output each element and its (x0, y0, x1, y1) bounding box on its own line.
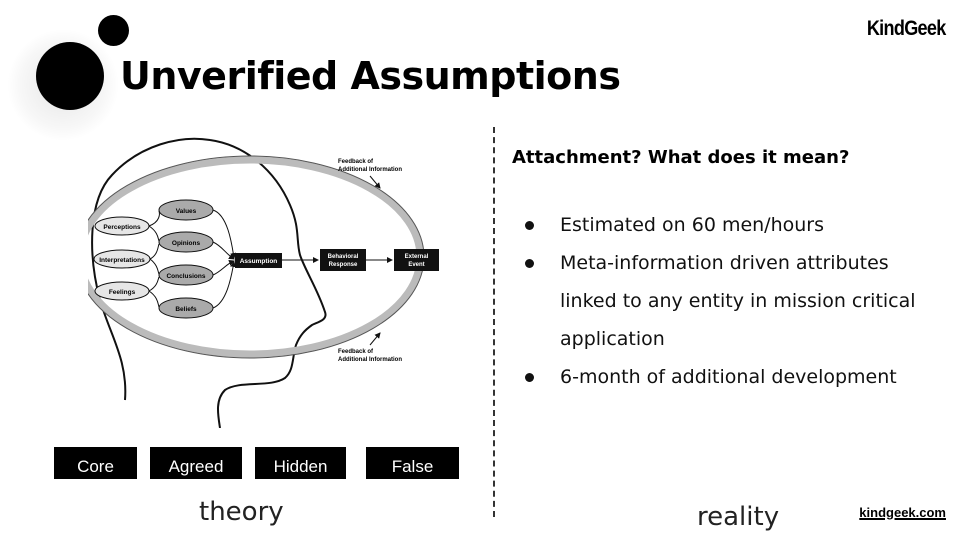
node-behavioral-label-2: Response (329, 262, 358, 268)
node-external-label-1: External (405, 254, 429, 260)
bullet-text: Meta-information driven attributes linke… (560, 252, 916, 350)
bullet-item: Estimated on 60 men/hours (520, 206, 950, 244)
node-external-event (394, 249, 439, 271)
brand-logo: KindGeek (867, 17, 946, 40)
diagram-connectors (148, 175, 393, 346)
feedback-top-label-1: Feedback of (338, 159, 374, 165)
tag-hidden: Hidden (255, 447, 346, 479)
bullet-text: Estimated on 60 men/hours (560, 214, 825, 236)
node-feelings-label: Feelings (109, 289, 136, 296)
bullet-dot-icon (525, 259, 534, 268)
caption-theory: theory (199, 497, 284, 527)
bullet-item: 6-month of additional development (520, 358, 950, 396)
bullet-text: 6-month of additional development (560, 366, 897, 388)
node-behavioral-label-1: Behavioral (328, 254, 359, 260)
bullet-item: Meta-information driven attributes linke… (520, 244, 950, 358)
node-conclusions-label: Conclusions (166, 273, 205, 280)
node-values-label: Values (176, 208, 197, 215)
bullet-list: Estimated on 60 men/hours Meta-informati… (520, 206, 950, 396)
tag-core: Core (54, 447, 137, 479)
node-beliefs-label: Beliefs (175, 306, 197, 313)
section-heading: Attachment? What does it mean? (512, 147, 850, 168)
small-circle-decoration (98, 15, 129, 46)
assumption-diagram: Perceptions Interpretations Feelings Val… (88, 137, 439, 428)
large-circle-decoration (36, 42, 104, 110)
node-assumption-label: Assumption (240, 258, 278, 265)
node-interpretations-label: Interpretations (99, 257, 145, 264)
page-title: Unverified Assumptions (120, 54, 621, 98)
feedback-bottom-label-2: Additional Information (338, 357, 402, 363)
node-behavioral-response (320, 249, 366, 271)
vertical-dashed-divider (493, 127, 495, 517)
tag-false: False (366, 447, 459, 479)
footer-link[interactable]: kindgeek.com (859, 505, 946, 520)
node-assumption (235, 253, 282, 268)
tag-agreed: Agreed (150, 447, 242, 479)
node-external-label-2: Event (408, 262, 424, 268)
caption-reality: reality (697, 502, 780, 532)
node-opinions-label: Opinions (172, 240, 201, 247)
feedback-top-label-2: Additional Information (338, 167, 402, 173)
bullet-dot-icon (525, 221, 534, 230)
feedback-bottom-label-1: Feedback of (338, 349, 374, 355)
bullet-dot-icon (525, 373, 534, 382)
node-perceptions-label: Perceptions (103, 224, 141, 231)
